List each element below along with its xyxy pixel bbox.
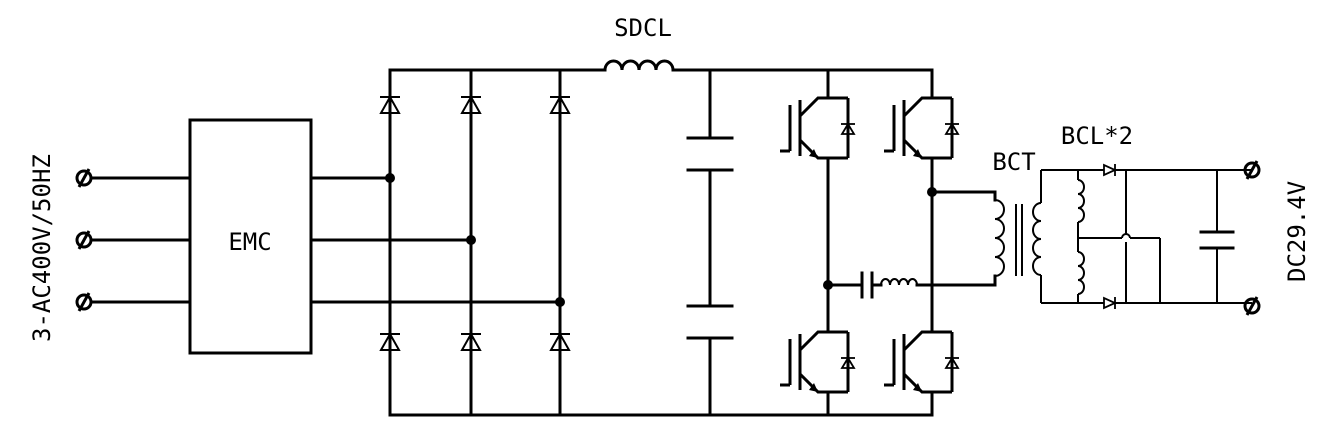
emc-filter-box <box>188 118 313 355</box>
bct-label: BCT <box>992 148 1035 176</box>
junction-dot <box>555 297 565 307</box>
output-voltage-label: DC29.4V <box>1283 181 1311 282</box>
dc-link-capacitors <box>686 68 734 417</box>
emc-label: EMC <box>228 228 271 256</box>
input-terminal-1 <box>75 167 93 189</box>
junction-dot <box>385 173 395 183</box>
output-diode-bottom <box>1103 296 1116 310</box>
igbt-top-left <box>778 96 857 160</box>
output-rectifier <box>1077 163 1252 310</box>
output-diode-top <box>1103 163 1116 177</box>
bct-transformer <box>930 169 1100 304</box>
igbt-bottom-right <box>882 330 961 394</box>
h-bridge <box>778 68 961 417</box>
emc-output-wires <box>309 176 562 304</box>
rectifier-bridge <box>379 68 712 417</box>
input-wires <box>89 176 192 304</box>
input-terminal-3 <box>75 291 93 313</box>
input-terminals <box>75 167 93 313</box>
resonant-tank <box>826 271 997 299</box>
igbt-bottom-left <box>778 330 857 394</box>
sdcl-label: SDCL <box>614 14 672 42</box>
output-capacitor <box>1199 170 1235 303</box>
input-terminal-2 <box>75 229 93 251</box>
input-voltage-label: 3-AC400V/50HZ <box>28 154 56 342</box>
output-terminals <box>1243 159 1261 317</box>
igbt-top-right <box>882 96 961 160</box>
junction-dot <box>466 235 476 245</box>
sdcl-inductor <box>603 59 675 72</box>
bcl-label: BCL*2 <box>1061 122 1133 150</box>
output-terminal-negative <box>1243 295 1261 317</box>
